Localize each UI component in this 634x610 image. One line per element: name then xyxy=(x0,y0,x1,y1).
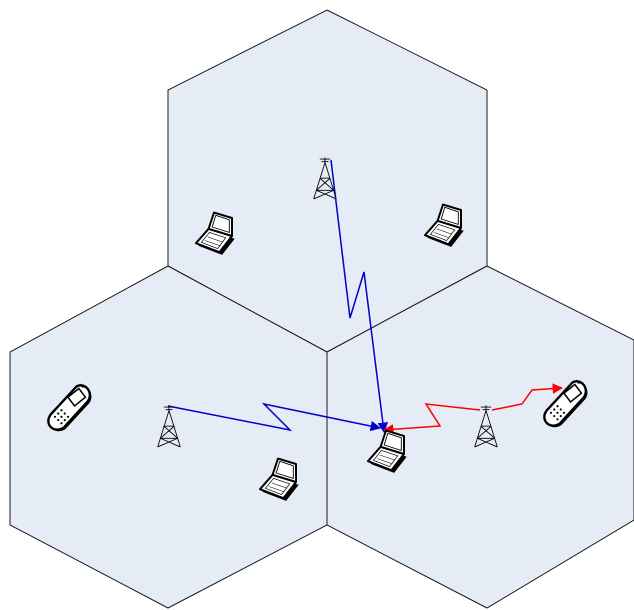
link-left-tower-to-laptop xyxy=(167,402,382,432)
cells xyxy=(9,9,634,609)
radio-links xyxy=(167,159,564,435)
link-top-tower-to-laptop xyxy=(330,159,389,434)
link-right-tower-to-laptop xyxy=(382,403,481,435)
link-right-tower-to-phone xyxy=(491,383,564,411)
right-cell xyxy=(326,265,634,609)
